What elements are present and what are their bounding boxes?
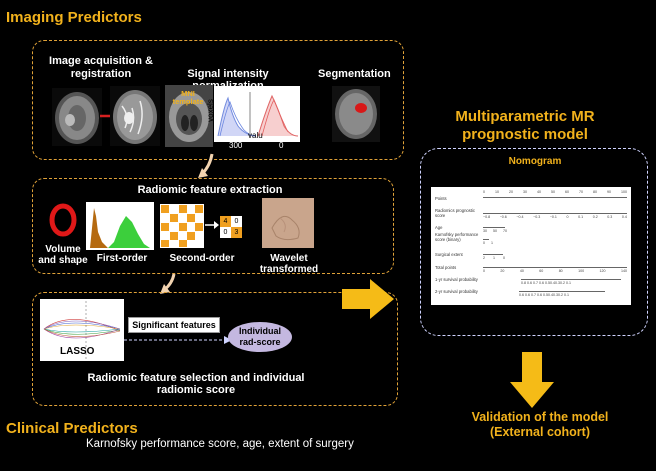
flow-arrow-2 — [160, 273, 176, 294]
glcm-cell: 4 — [220, 216, 231, 227]
validation-title: Validation of the model (External cohort… — [471, 410, 609, 439]
surv2-ticks: 0.6 0.6 0.7 0.6 0.50.40.30.2 0.1 — [519, 293, 569, 297]
first-order-histogram — [86, 202, 154, 250]
feature-selection-box — [32, 292, 398, 406]
tick-0: 0 — [279, 141, 284, 150]
lasso-plot — [40, 299, 124, 361]
first-order-label: First-order — [96, 253, 148, 264]
lasso-label: LASSO — [60, 346, 95, 357]
wavelet-image — [262, 198, 314, 248]
glcm-cell: 0 — [220, 227, 231, 238]
acquisition-label: Image acquisition & registration — [49, 55, 153, 80]
flow-arrow-1 — [198, 153, 214, 178]
nomogram-title: Nomogram — [508, 156, 562, 167]
clinical-predictors-title: Clinical Predictors — [6, 420, 138, 437]
nomo-row-label: 1-yr survival probability — [435, 277, 478, 282]
segmentation-label: Segmentation — [318, 68, 391, 80]
voxels-axis-label: voxels — [205, 99, 215, 122]
dashed-arrow — [124, 336, 232, 344]
tick-300: 300 — [229, 141, 243, 150]
glcm-grid — [160, 204, 204, 248]
nomo-row-label: Points — [435, 196, 447, 201]
glcm-cell: 0 — [231, 216, 242, 227]
glcm-matrix: 4 0 0 3 — [220, 216, 242, 238]
volume-shape-icon — [49, 203, 77, 237]
brain-mri-t2-image — [110, 86, 160, 146]
feature-selection-caption: Radiomic feature selection and individua… — [87, 372, 305, 396]
wavelet-label: Wavelet transformed — [259, 253, 319, 275]
value-axis-label: valu — [248, 131, 263, 140]
nomo-row-label: Radiomics prognostic score — [435, 208, 476, 218]
mni-template-image — [165, 85, 213, 147]
intensity-histogram-plot — [214, 86, 300, 142]
model-box — [420, 148, 648, 336]
surv1-ticks: 0.8 0.6 0.7 0.6 0.50.40.30.2 0.1 — [521, 281, 571, 285]
significant-features-box: Significant features — [128, 317, 220, 333]
model-title: Multiparametric MR prognostic model — [455, 108, 595, 143]
glcm-cell: 3 — [231, 227, 242, 238]
mni-template-label: MNI template — [172, 89, 204, 106]
clinical-predictors-items: Karnofsky performance score, age, extent… — [86, 438, 354, 450]
imaging-predictors-title: Imaging Predictors — [6, 9, 142, 26]
nomo-row-label: Total points — [435, 265, 457, 270]
segmentation-image — [332, 86, 380, 142]
nomo-row-label: Age — [435, 225, 443, 230]
second-order-label: Second-order — [169, 253, 235, 264]
glcm-arrow — [205, 221, 219, 229]
arrow-to-model — [342, 279, 394, 319]
feature-extraction-title: Radiomic feature extraction — [137, 184, 283, 196]
individual-rad-score: Individual rad-score — [228, 322, 292, 352]
brain-mri-t1-image — [52, 88, 102, 146]
nomo-row-label: 2-yr survival probability — [435, 289, 478, 294]
volume-shape-label: Volume and shape — [38, 244, 88, 266]
nomo-row-label: Surgical extent — [435, 252, 463, 257]
acquisition-normalization-box — [32, 40, 404, 160]
nomo-row-label: Karnofsky performance score (binary) — [435, 232, 479, 242]
arrow-to-validation — [510, 352, 554, 408]
feature-extraction-box — [32, 178, 394, 274]
